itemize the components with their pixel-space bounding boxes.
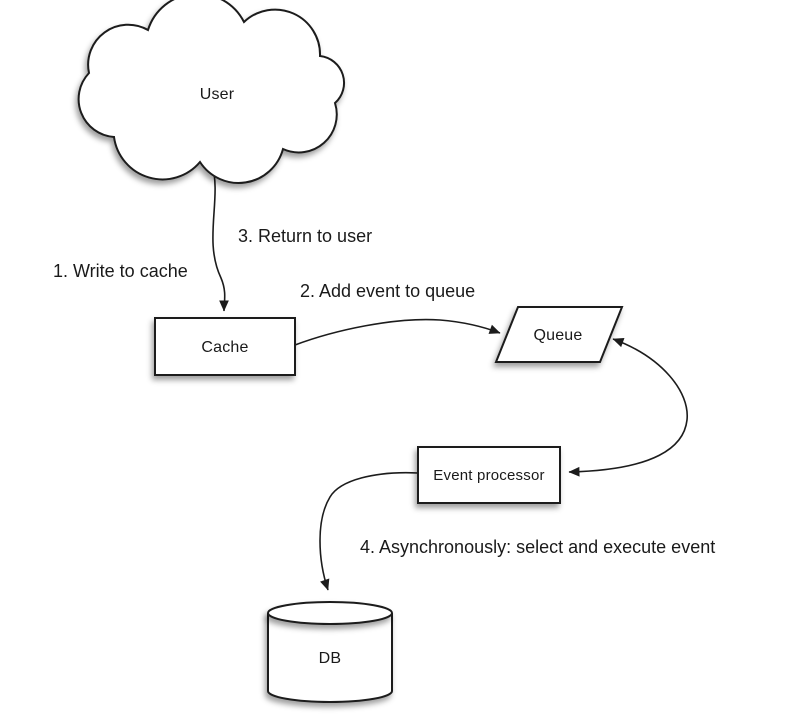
event-processor-node — [417, 446, 561, 504]
event-processor-label: Event processor — [433, 467, 544, 484]
annotation-step3: 3. Return to user — [238, 226, 372, 246]
edge-queue-event-processor — [568, 338, 688, 477]
annotation-step4: 4. Asynchronously: select and execute ev… — [360, 537, 715, 557]
edge-cache-to-queue — [294, 318, 501, 346]
db-node-body — [267, 613, 393, 703]
user-label: User — [200, 86, 235, 103]
annotation-step1: 1. Write to cache — [53, 261, 188, 281]
cache-node — [154, 317, 296, 376]
cache-label: Cache — [201, 339, 248, 356]
edge-event-processor-to-db — [319, 471, 419, 591]
annotation-step2: 2. Add event to queue — [300, 281, 475, 301]
db-label: DB — [319, 650, 342, 667]
queue-label: Queue — [533, 327, 582, 344]
queue-node — [494, 306, 624, 363]
edge-user-to-cache — [211, 162, 229, 312]
db-node-top — [267, 601, 393, 625]
user-cloud-node — [77, 0, 345, 184]
